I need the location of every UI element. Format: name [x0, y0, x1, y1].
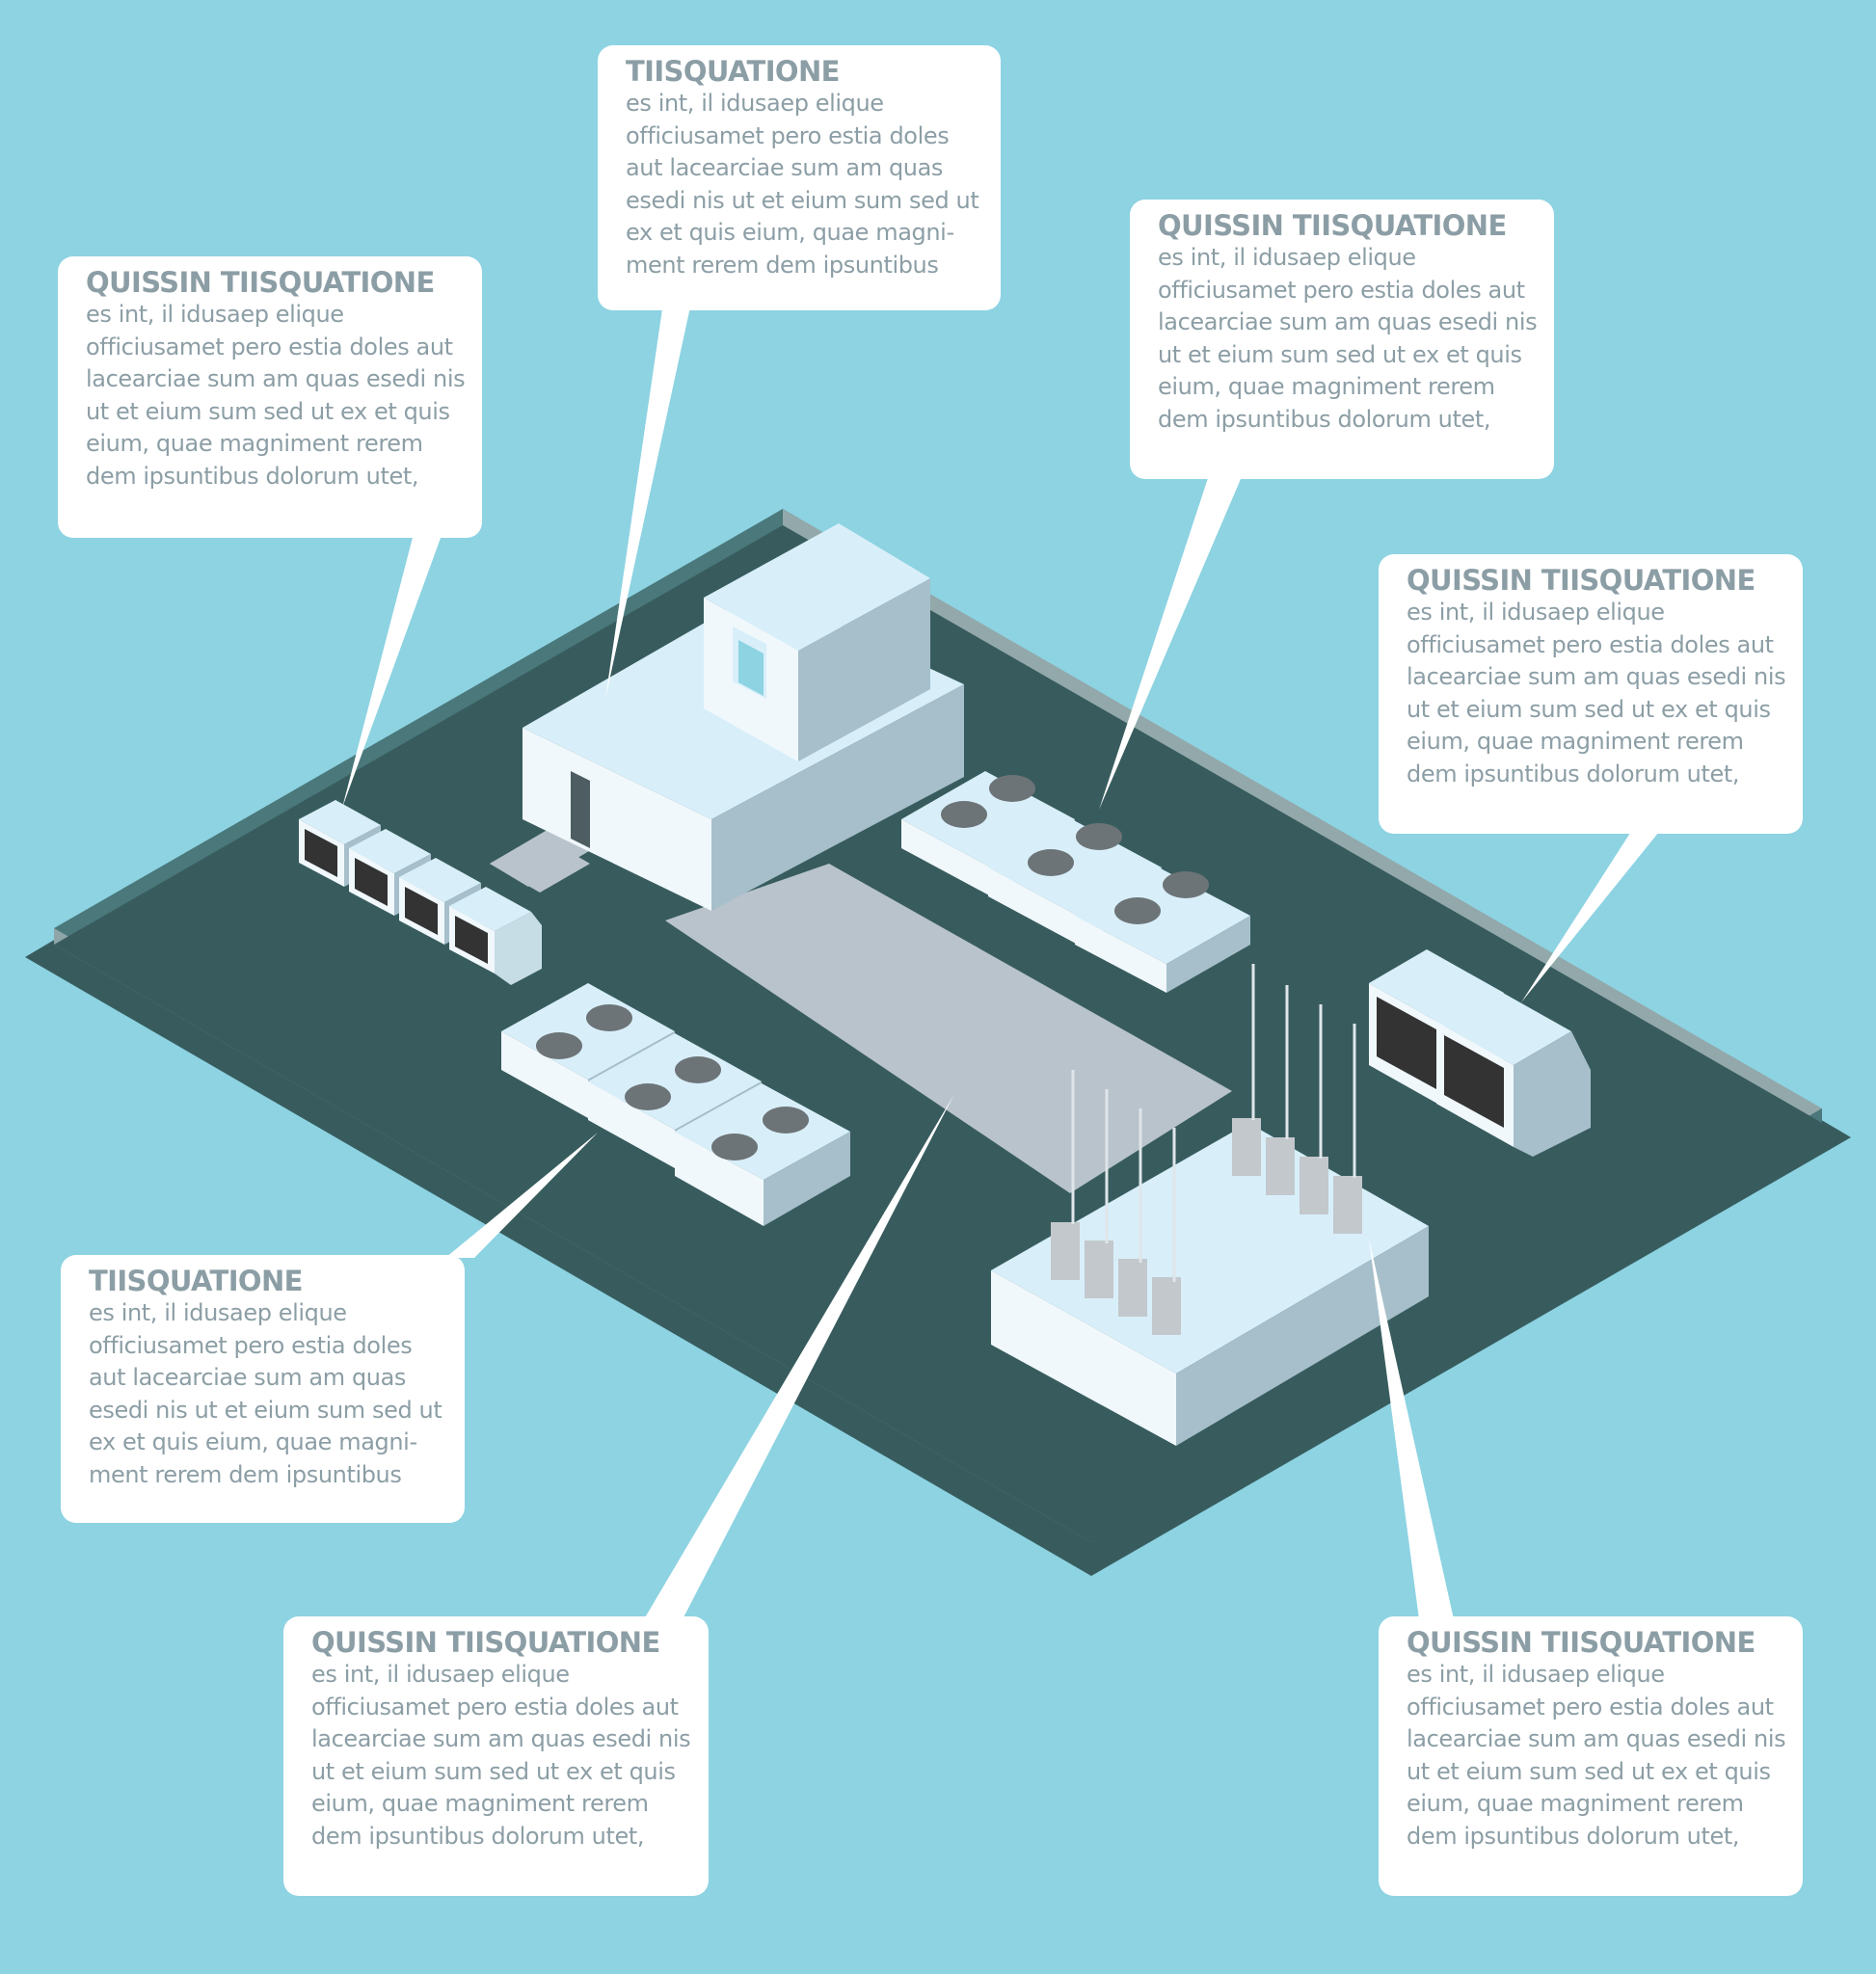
callout-title: QUISSIN TIISQUATIONE	[311, 1626, 660, 1659]
air-vents-left	[299, 800, 542, 985]
callout-title: QUISSIN TIISQUATIONE	[1407, 1626, 1755, 1659]
callout-title: QUISSIN TIISQUATIONE	[1158, 209, 1507, 242]
callout-bottom-right: QUISSIN TIISQUATIONE es int, il idusaep …	[1379, 1616, 1803, 1896]
callout-bottom-center: QUISSIN TIISQUATIONE es int, il idusaep …	[283, 1616, 709, 1896]
callout-body: es int, il idusaep elique officiusamet p…	[311, 1661, 691, 1850]
platform-rim-right	[783, 509, 1822, 1123]
callout-title: TIISQUATIONE	[89, 1265, 303, 1297]
callout-middle-right: QUISSIN TIISQUATIONE es int, il idusaep …	[1379, 554, 1803, 834]
pointer-top-right	[1099, 472, 1244, 810]
callout-body: es int, il idusaep elique officiusamet p…	[86, 301, 466, 490]
callout-body: es int, il idusaep elique officiusamet p…	[1407, 1661, 1786, 1850]
generator-icon	[1051, 1118, 1362, 1335]
antenna-icon	[1071, 964, 1356, 1282]
callout-top-left: QUISSIN TIISQUATIONE es int, il idusaep …	[58, 256, 482, 538]
callout-pointers	[342, 289, 1663, 1619]
callout-middle-left: TIISQUATIONE es int, il idusaep elique o…	[61, 1255, 465, 1523]
fan-units-lower	[501, 983, 850, 1226]
callout-body: es int, il idusaep elique officiusamet p…	[626, 90, 979, 279]
pointer-bottom-center	[644, 1094, 954, 1619]
duct-elbow-icon	[1436, 988, 1591, 1157]
fan-unit-icon	[675, 1083, 850, 1226]
callout-top-right: QUISSIN TIISQUATIONE es int, il idusaep …	[1130, 200, 1554, 479]
pointer-bottom-right	[1369, 1239, 1454, 1619]
paved-area	[665, 864, 1232, 1193]
callout-title: TIISQUATIONE	[626, 55, 840, 88]
callout-top-center: TIISQUATIONE es int, il idusaep elique o…	[598, 45, 1001, 310]
callout-body: es int, il idusaep elique officiusamet p…	[1407, 599, 1786, 787]
callout-body: es int, il idusaep elique officiusamet p…	[89, 1299, 442, 1488]
fan-unit-icon	[1075, 867, 1250, 993]
callout-title: QUISSIN TIISQUATIONE	[1407, 564, 1755, 597]
pointer-middle-left	[445, 1133, 598, 1258]
pointer-top-left	[342, 530, 443, 808]
platform-rim-left	[54, 509, 783, 945]
callout-body: es int, il idusaep elique officiusamet p…	[1158, 244, 1538, 433]
main-building	[523, 523, 964, 911]
air-vents-right	[1369, 949, 1591, 1157]
fan-units-upper	[901, 771, 1250, 993]
pointer-middle-right	[1521, 827, 1663, 1002]
duct-elbow-icon	[495, 912, 542, 985]
door-icon	[571, 771, 590, 848]
pointer-top-center	[605, 289, 694, 699]
callout-title: QUISSIN TIISQUATIONE	[86, 266, 435, 299]
generator-block	[991, 964, 1429, 1446]
